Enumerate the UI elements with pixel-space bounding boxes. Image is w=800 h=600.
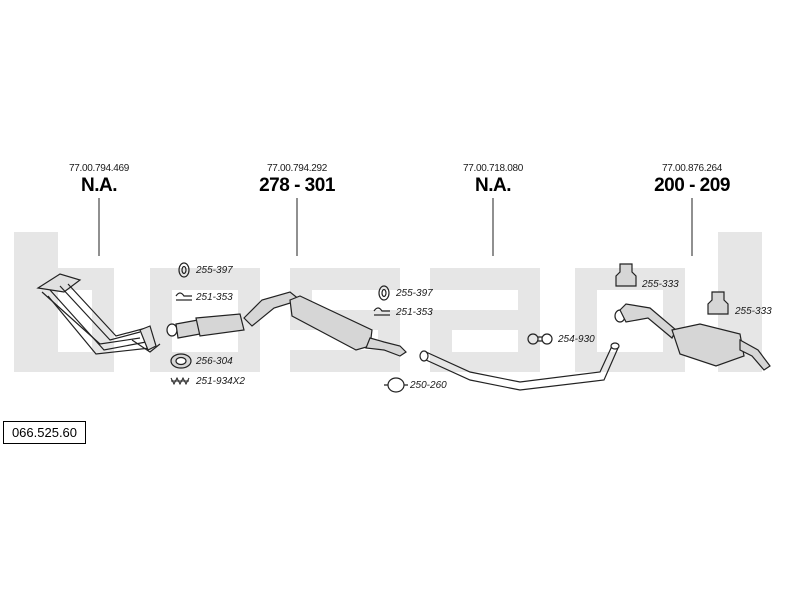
clamp-icon	[175, 292, 192, 301]
part-label-1[interactable]: 255-397	[196, 265, 233, 276]
part-label-6[interactable]: 251-353	[396, 307, 433, 318]
part-label-4[interactable]: 251-934X2	[196, 376, 245, 387]
reference-1[interactable]: N.A.	[81, 175, 118, 196]
intermediate-pipe	[419, 342, 620, 391]
middle-silencer	[289, 295, 407, 357]
part-label-9[interactable]: 255-333	[642, 279, 679, 290]
gasket-ring-icon	[178, 262, 190, 278]
reference-3[interactable]: N.A.	[475, 175, 512, 196]
spring-icon	[170, 376, 190, 386]
part-label-3[interactable]: 256-304	[196, 356, 233, 367]
part-label-5[interactable]: 255-397	[396, 288, 433, 299]
rubber-mount-icon-3	[707, 291, 729, 315]
rubber-mount-icon	[527, 333, 553, 345]
gasket-ring-icon-2	[378, 285, 390, 301]
reference-4[interactable]: 200 - 209	[654, 175, 730, 196]
rubber-mount-icon-2	[615, 263, 637, 287]
part-label-7[interactable]: 250-260	[410, 380, 447, 391]
oe-number-3: 77.00.718.080	[462, 163, 524, 174]
oe-number-4: 77.00.876.264	[661, 163, 723, 174]
part-label-8[interactable]: 254-930	[558, 334, 595, 345]
part-label-10[interactable]: 255-333	[735, 306, 772, 317]
catalog-number-box: 066.525.60	[3, 421, 86, 444]
flange-gasket-icon	[170, 353, 192, 369]
reference-2[interactable]: 278 - 301	[259, 175, 335, 196]
rear-silencer	[614, 303, 771, 371]
oe-number-2: 77.00.794.292	[266, 163, 328, 174]
oe-number-1: 77.00.794.469	[68, 163, 130, 174]
exhaust-manifold	[36, 273, 161, 355]
clamp-ring-icon	[384, 377, 408, 393]
clamp-icon-2	[373, 307, 390, 316]
front-pipe	[166, 291, 302, 339]
part-label-2[interactable]: 251-353	[196, 292, 233, 303]
